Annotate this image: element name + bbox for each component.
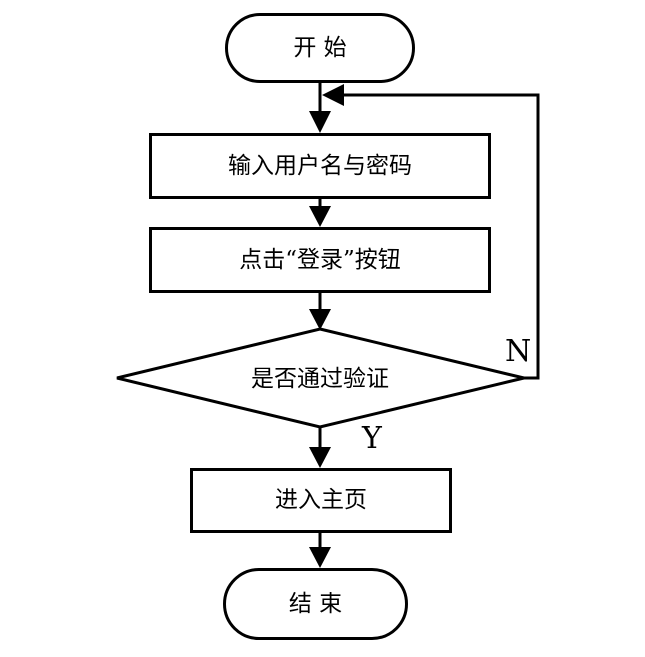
- edge-loopback-no: [344, 93, 540, 380]
- start-terminal: 开 始: [225, 13, 415, 83]
- decision-verify-label: 是否通过验证: [251, 365, 389, 392]
- branch-label-yes: Y: [362, 421, 382, 456]
- process-input-credentials-label: 输入用户名与密码: [228, 152, 412, 179]
- decision-verify: 是否通过验证: [170, 334, 470, 424]
- process-enter-home: 进入主页: [190, 468, 452, 533]
- arrowhead-into-decision: [309, 309, 331, 330]
- arrowhead-into-end: [309, 547, 331, 568]
- arrowhead-loopback: [322, 84, 344, 106]
- end-terminal: 结 束: [223, 568, 408, 640]
- process-input-credentials: 输入用户名与密码: [149, 133, 491, 199]
- branch-label-no: N: [505, 334, 532, 369]
- arrowhead-into-click: [309, 206, 331, 227]
- arrowhead-into-home: [309, 447, 331, 468]
- process-enter-home-label: 进入主页: [275, 487, 367, 513]
- decision-diamond-shape: [116, 327, 525, 429]
- arrowhead-into-input: [309, 111, 331, 133]
- process-click-login: 点击“登录”按钮: [149, 227, 491, 293]
- start-label: 开 始: [293, 34, 347, 61]
- process-click-login-label: 点击“登录”按钮: [239, 246, 401, 273]
- end-label: 结 束: [288, 590, 343, 617]
